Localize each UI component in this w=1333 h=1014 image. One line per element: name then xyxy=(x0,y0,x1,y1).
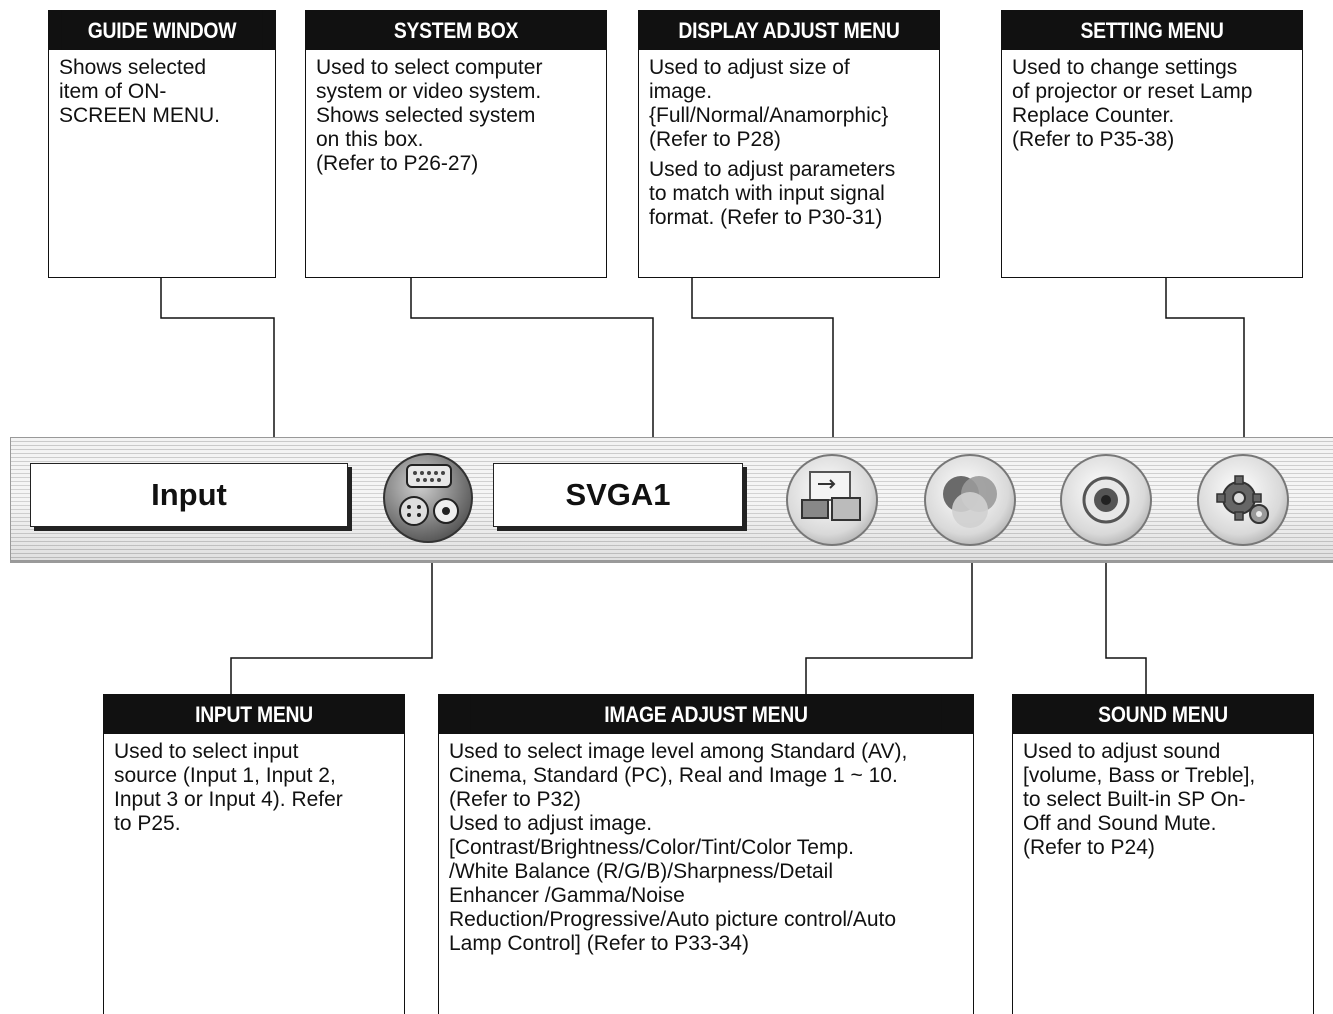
system-box-box: SYSTEM BOX Used to select computer syste… xyxy=(305,10,607,278)
description-line: Off and Sound Mute. xyxy=(1023,812,1217,835)
description-line: (Refer to P26-27) xyxy=(316,152,479,175)
description-line: Input 3 or Input 4). Refer xyxy=(114,788,343,811)
description-line: Used to adjust parameters xyxy=(649,158,896,181)
description-line: Replace Counter. xyxy=(1012,104,1175,127)
description-line: [Contrast/Brightness/Color/Tint/Color Te… xyxy=(449,836,854,859)
description-line: Cinema, Standard (PC), Real and Image 1 … xyxy=(449,764,898,787)
sound-icon[interactable] xyxy=(1060,454,1152,546)
description-line: Lamp Control] (Refer to P33-34) xyxy=(449,932,749,955)
description-line: Used to adjust size of xyxy=(649,56,850,79)
box-description: Used to select image level among Standar… xyxy=(438,734,974,1014)
box-description: Used to select computer system or video … xyxy=(305,50,607,278)
box-title: INPUT MENU xyxy=(121,694,387,734)
setting-menu-box: SETTING MENU Used to change settings of … xyxy=(1001,10,1303,278)
description-line: Shows selected system xyxy=(316,104,536,127)
display-adjust-menu-box: DISPLAY ADJUST MENU Used to adjust size … xyxy=(638,10,940,278)
description-line: to match with input signal xyxy=(649,182,885,205)
display-adjust-connector xyxy=(691,278,834,470)
sound-menu-box: SOUND MENU Used to adjust sound [volume,… xyxy=(1012,694,1314,1014)
description-line: to select Built-in SP On- xyxy=(1023,788,1246,811)
description-line: source (Input 1, Input 2, xyxy=(114,764,336,787)
description-line: to P25. xyxy=(114,812,181,835)
box-description: Used to change settings of projector or … xyxy=(1001,50,1303,278)
setting-connector xyxy=(1165,278,1245,470)
input-menu-connector xyxy=(230,512,433,700)
guide-window-field: Input xyxy=(30,463,348,527)
description-line: Used to select computer xyxy=(316,56,543,79)
box-description: Used to adjust size of image. {Full/Norm… xyxy=(638,50,940,278)
description-line: {Full/Normal/Anamorphic} xyxy=(649,104,889,127)
image-adjust-icon[interactable] xyxy=(924,454,1016,546)
description-line: image. xyxy=(649,80,713,103)
box-description: Used to adjust sound [volume, Bass or Tr… xyxy=(1012,734,1314,1014)
description-line: (Refer to P28) xyxy=(649,128,781,151)
description-line: [volume, Bass or Treble], xyxy=(1023,764,1256,787)
description-line: (Refer to P32) xyxy=(449,788,581,811)
box-title: SETTING MENU xyxy=(1019,10,1285,50)
sound-menu-connector xyxy=(1105,508,1147,700)
description-line: on this box. xyxy=(316,128,424,151)
system-box-connector xyxy=(410,278,654,470)
description-line: format. (Refer to P30-31) xyxy=(649,206,883,229)
input-menu-box: INPUT MENU Used to select input source (… xyxy=(103,694,405,1014)
description-line: Enhancer /Gamma/Noise xyxy=(449,884,685,907)
setting-gear-icon[interactable] xyxy=(1197,454,1289,546)
display-adjust-icon[interactable] xyxy=(786,454,878,546)
box-title: SOUND MENU xyxy=(1030,694,1296,734)
system-box-field: SVGA1 xyxy=(493,463,743,527)
box-description: Used to select input source (Input 1, In… xyxy=(103,734,405,1014)
description-line: /White Balance (R/G/B)/Sharpness/Detail xyxy=(449,860,833,883)
description-line: system or video system. xyxy=(316,80,542,103)
input-connector-icon[interactable] xyxy=(383,453,473,543)
guide-window-box: GUIDE WINDOW Shows selected item of ON- … xyxy=(48,10,276,278)
box-title: SYSTEM BOX xyxy=(323,10,589,50)
box-title: DISPLAY ADJUST MENU xyxy=(656,10,922,50)
description-line: Used to adjust sound xyxy=(1023,740,1221,763)
description-line: Reduction/Progressive/Auto picture contr… xyxy=(449,908,897,931)
description-line: (Refer to P35-38) xyxy=(1012,128,1175,151)
box-title: IMAGE ADJUST MENU xyxy=(470,694,942,734)
guide-window-connector xyxy=(160,278,275,480)
description-line: Shows selected xyxy=(59,56,207,79)
description-line: item of ON- xyxy=(59,80,167,103)
box-title: GUIDE WINDOW xyxy=(61,10,263,50)
description-line: of projector or reset Lamp xyxy=(1012,80,1253,103)
image-adjust-connector xyxy=(805,518,973,700)
image-adjust-menu-box: IMAGE ADJUST MENU Used to select image l… xyxy=(438,694,974,1014)
description-line: SCREEN MENU. xyxy=(59,104,221,127)
description-line: Used to select input xyxy=(114,740,299,763)
box-description: Shows selected item of ON- SCREEN MENU. xyxy=(48,50,276,278)
description-line: Used to adjust image. xyxy=(449,812,653,835)
description-line: Used to select image level among Standar… xyxy=(449,740,908,763)
description-line: (Refer to P24) xyxy=(1023,836,1155,859)
description-line: Used to change settings xyxy=(1012,56,1238,79)
